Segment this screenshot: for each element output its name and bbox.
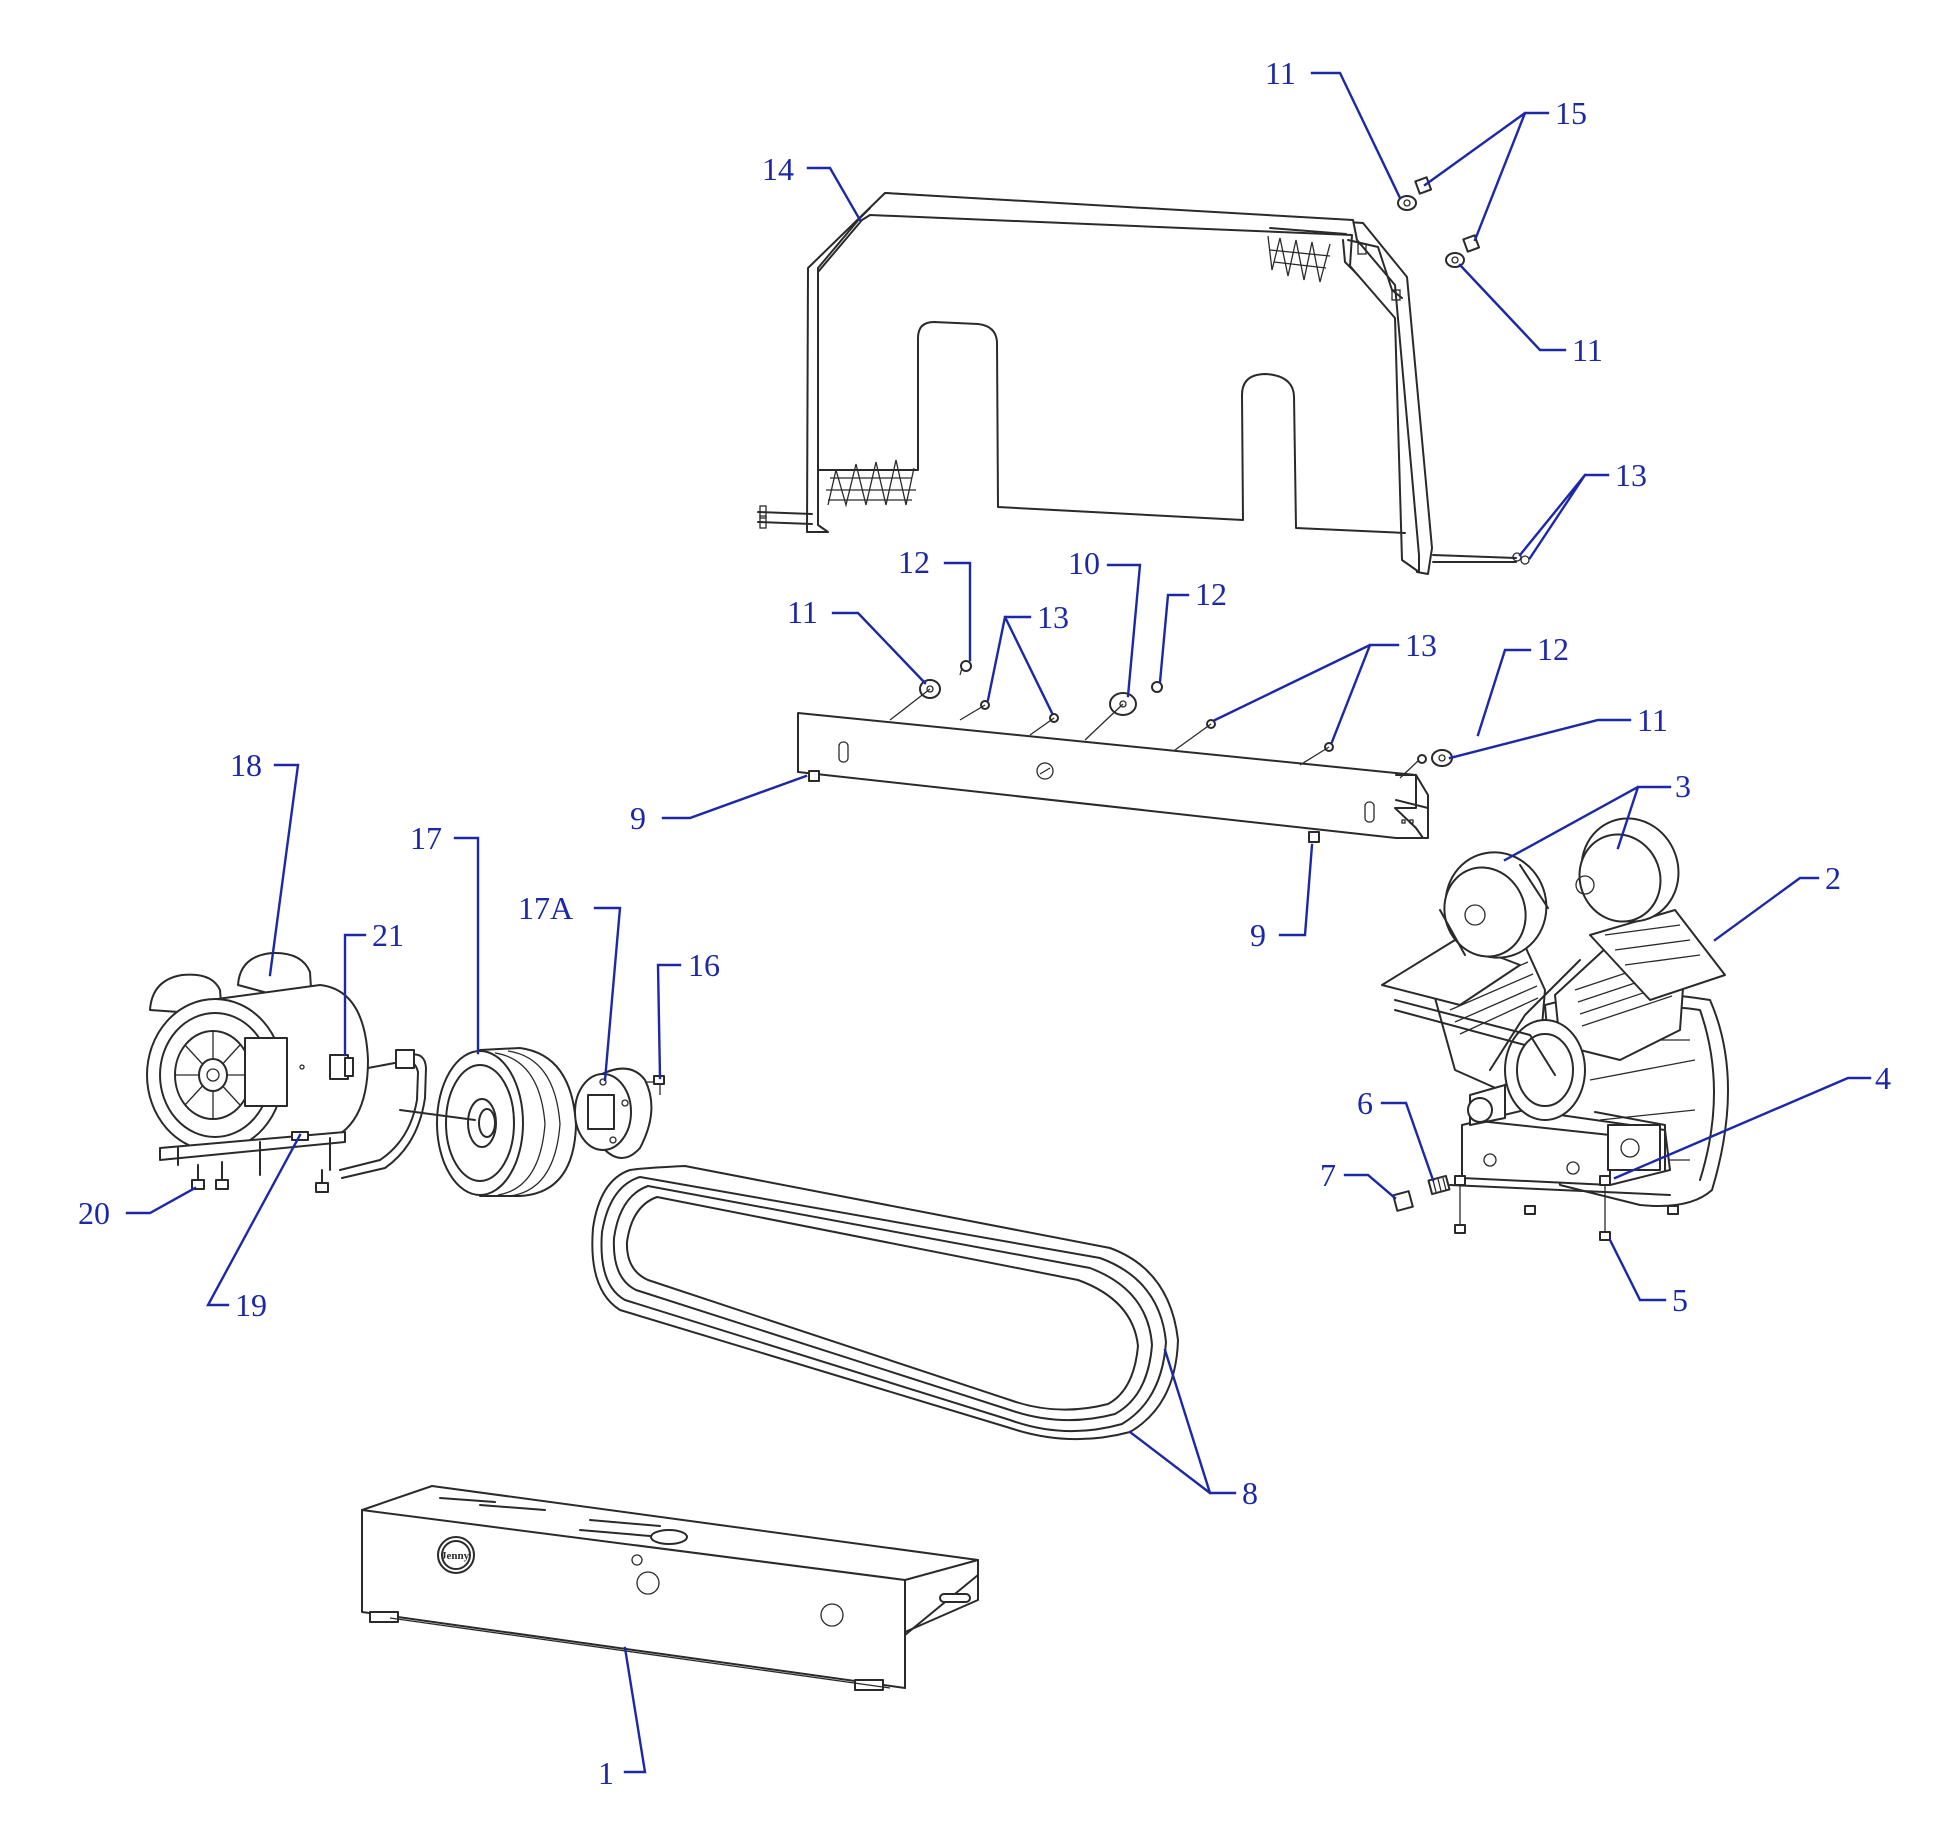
callout-17: 17 [410,820,442,856]
callout-2: 2 [1825,860,1841,896]
callout-21: 21 [372,917,404,953]
electric-motor-part-18 [146,951,427,1193]
v-belt-part-8 [591,1165,1179,1441]
callout-12-middle: 12 [1195,576,1227,612]
callout-8: 8 [1242,1475,1258,1511]
cylinder-heads-part-3 [1439,817,1680,959]
callout-4: 4 [1875,1060,1891,1096]
callout-16: 16 [688,947,720,983]
callout-17A: 17A [518,890,573,926]
motor-bolts-part-20 [191,1161,329,1193]
guard-fasteners-upper-right [1397,176,1481,268]
guard-bolts-right [1432,552,1530,565]
callout-19: 19 [235,1287,267,1323]
callout-7: 7 [1320,1157,1336,1193]
callout-18: 18 [230,747,262,783]
compressor-pump-part-2 [1381,817,1729,1241]
callout-11-right: 11 [1637,702,1668,738]
guard-mesh-right [1267,227,1347,283]
guard-bolts-left [757,505,813,529]
callout-5: 5 [1672,1282,1688,1318]
callout-10: 10 [1068,545,1100,581]
callout-1: 1 [598,1755,614,1791]
callout-leaders [125,71,1872,1774]
callout-14: 14 [762,151,794,187]
base-frame-part-1: Jenny [361,1485,979,1691]
guard-mesh-left [826,459,916,508]
callout-12-left: 12 [898,544,930,580]
callout-11-right-upper: 11 [1572,332,1603,368]
callout-13-left: 13 [1037,599,1069,635]
callout-3: 3 [1675,768,1691,804]
callout-numbers: 1 2 3 4 5 6 7 8 9 9 10 11 11 11 11 12 12… [78,55,1891,1791]
base-logo-text: Jenny [441,1550,470,1562]
callout-9-lower: 9 [1250,917,1266,953]
motor-pulley-part-17 [399,1047,577,1197]
callout-12-right: 12 [1537,631,1569,667]
callout-13-middle: 13 [1405,627,1437,663]
callout-13-upper-right: 13 [1615,457,1647,493]
callout-11-left: 11 [787,594,818,630]
callout-15: 15 [1555,95,1587,131]
callout-6: 6 [1357,1085,1373,1121]
callout-20: 20 [78,1195,110,1231]
belt-guard-part-14 [757,192,1530,575]
oil-plug-part-7 [1392,1190,1414,1212]
pulley-bushing-part-17A [574,1067,661,1159]
callout-9-left: 9 [630,800,646,836]
callout-11-top: 11 [1265,55,1296,91]
